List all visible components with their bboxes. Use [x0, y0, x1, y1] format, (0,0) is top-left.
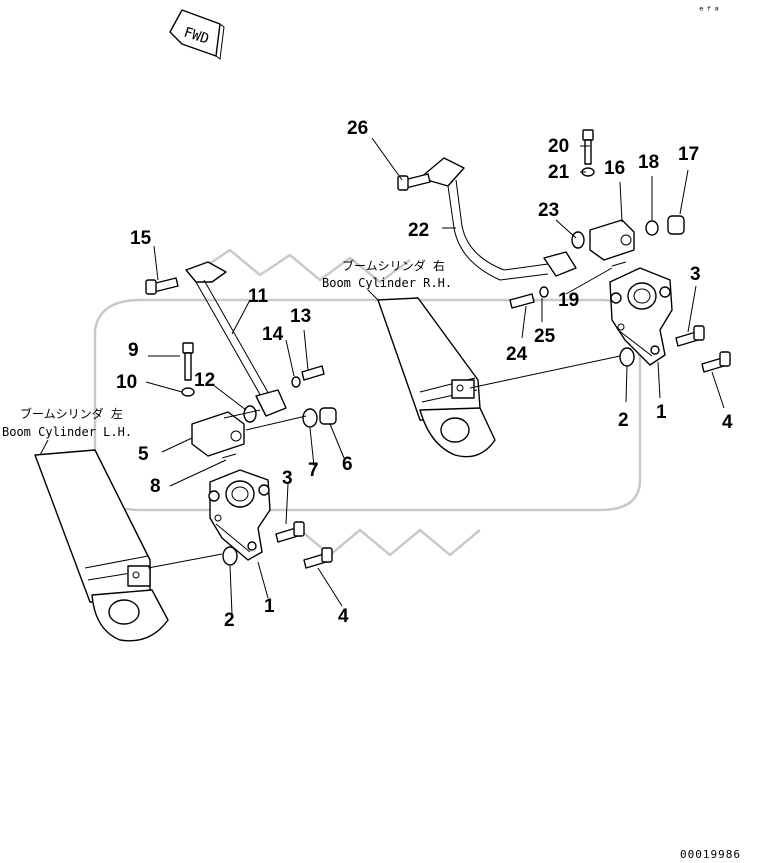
o-ring-12: [243, 405, 257, 423]
valve-assembly-rh: [609, 267, 673, 366]
o-ring-7: [302, 408, 318, 428]
callout-14: 14: [262, 324, 284, 345]
boom-cylinder-lh: [34, 449, 169, 642]
o-ring-18: [645, 220, 659, 236]
callout-6: 6: [342, 454, 353, 475]
callout-17: 17: [678, 144, 699, 165]
bolt-9: [182, 342, 194, 381]
callout-23: 23: [538, 200, 559, 221]
flange-5: [191, 411, 245, 457]
callout-11: 11: [248, 286, 269, 307]
o-ring-23: [571, 231, 585, 249]
callout-4-rh: 4: [722, 412, 733, 433]
callout-18: 18: [638, 152, 659, 173]
boom-cylinder-lh-label-en: Boom Cylinder L.H.: [2, 425, 132, 439]
bolt-15: [145, 277, 179, 295]
o-ring-19: [611, 261, 627, 267]
callout-7: 7: [308, 460, 319, 481]
callout-21: 21: [548, 162, 570, 183]
plug-6: [319, 407, 337, 425]
boom-cylinder-rh-label-jp: ブームシリンダ 右: [342, 258, 445, 273]
washer-14: [291, 376, 301, 388]
callout-12: 12: [194, 370, 215, 391]
boom-cylinder-rh: [377, 297, 496, 458]
callout-3-lh: 3: [282, 468, 293, 489]
bolt-4-lh: [303, 547, 333, 569]
washer-25: [539, 286, 549, 298]
o-ring-8: [221, 453, 237, 459]
o-ring-lh: [222, 546, 238, 566]
bolt-3-lh: [275, 521, 305, 543]
bolt-26: [397, 173, 431, 191]
callout-3-rh: 3: [690, 264, 701, 285]
callout-10: 10: [116, 372, 137, 393]
callout-1-lh: 1: [264, 596, 275, 617]
flange-16: [589, 219, 635, 261]
bolt-20: [582, 129, 594, 165]
callout-numbers: 26 20 21 16 18 17 23 22 19 3 25 24 2 1 4…: [116, 118, 733, 631]
leader-lines: [39, 137, 725, 615]
bolt-13: [301, 365, 325, 381]
o-ring-rh: [619, 347, 635, 367]
callout-20: 20: [548, 136, 569, 157]
tube-22: [419, 157, 577, 281]
callout-16: 16: [604, 158, 625, 179]
callout-25: 25: [534, 326, 556, 347]
callout-24: 24: [506, 344, 528, 365]
callout-2-lh: 2: [224, 610, 235, 631]
bolt-4-rh: [701, 351, 731, 373]
bolt-24: [509, 293, 535, 309]
callout-22: 22: [408, 220, 429, 241]
callout-2-rh: 2: [618, 410, 629, 431]
forward-direction-arrow: FWD: [169, 9, 225, 60]
washer-10: [181, 387, 195, 397]
fwd-label: FWD: [182, 25, 211, 48]
callout-4-lh: 4: [338, 606, 349, 627]
valve-assembly-lh: [208, 469, 271, 561]
callout-13: 13: [290, 306, 311, 327]
boom-cylinder-rh-label-en: Boom Cylinder R.H.: [322, 276, 452, 290]
document-number: 00019986: [680, 848, 741, 861]
boom-cylinder-lh-label-jp: ブームシリンダ 左: [20, 406, 123, 421]
plug-17: [667, 215, 685, 235]
tube-11: [185, 261, 287, 417]
callout-8: 8: [150, 476, 161, 497]
callout-15: 15: [130, 228, 152, 249]
callout-19: 19: [558, 290, 579, 311]
callout-9: 9: [128, 340, 139, 361]
callout-5: 5: [138, 444, 149, 465]
callout-26: 26: [347, 118, 368, 139]
callout-1-rh: 1: [656, 402, 667, 423]
corner-mark: ᵉᶠᵃ: [698, 4, 721, 17]
bolt-3-rh: [675, 325, 705, 347]
